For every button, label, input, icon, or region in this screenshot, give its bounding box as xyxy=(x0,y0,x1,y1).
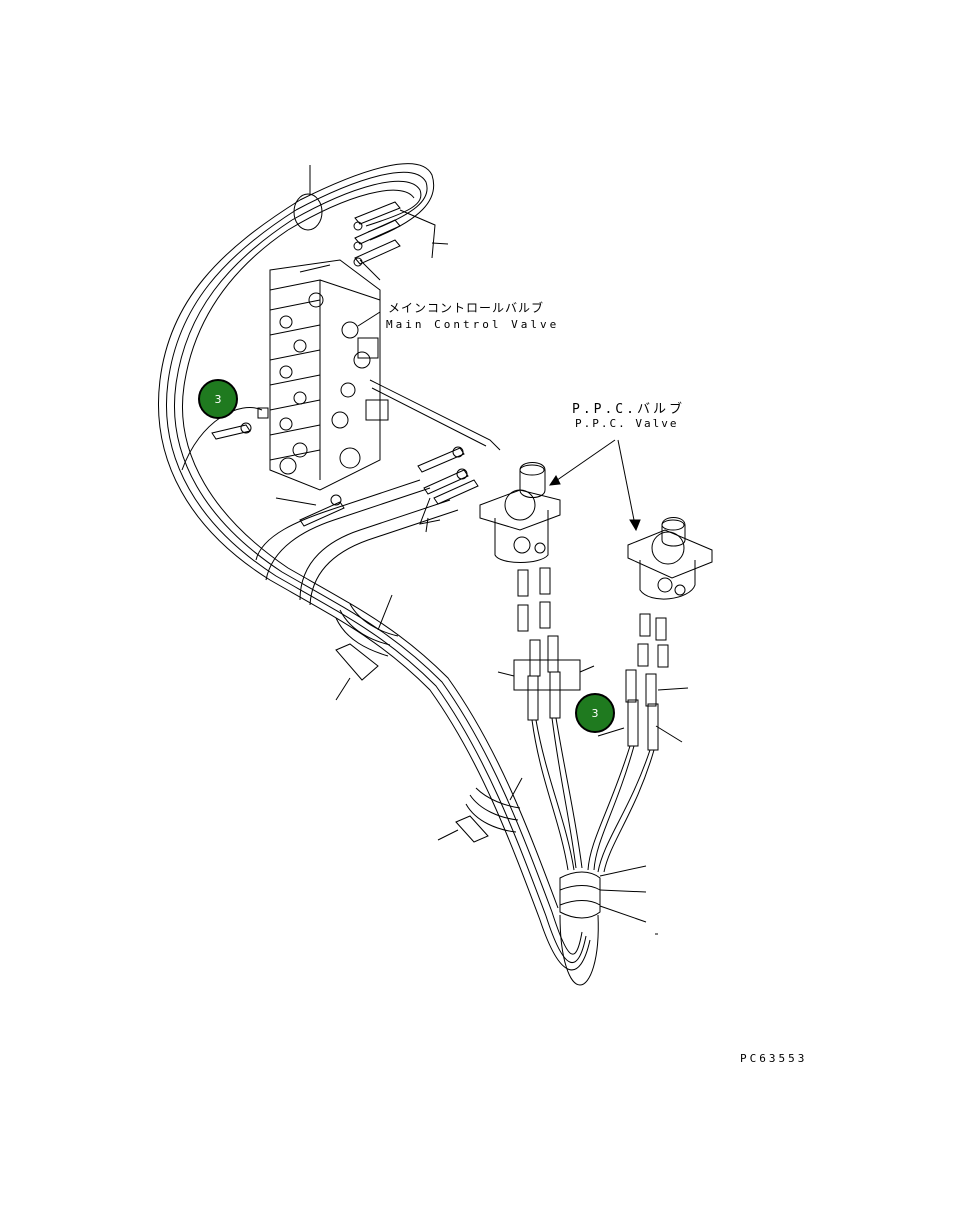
main-control-valve-label-jp: メインコントロールバルブ xyxy=(388,301,545,315)
hose-bundle xyxy=(158,163,591,971)
callout-badge-3-upper[interactable]: 3 xyxy=(198,379,238,419)
ppc-valve-label-jp: P.P.C.バルブ xyxy=(572,402,685,417)
main-control-valve-drawing xyxy=(211,201,501,533)
drawing-code: PC63553 xyxy=(740,1052,808,1065)
ppc-leader-lines xyxy=(548,439,641,532)
main-control-valve-label-en: Main Control Valve xyxy=(386,318,560,331)
ppc-valve-left xyxy=(479,462,561,563)
ppc-hoses xyxy=(531,717,655,873)
ppc-fittings xyxy=(497,567,689,751)
callout-badge-3-lower[interactable]: 3 xyxy=(575,693,615,733)
lower-clamp xyxy=(559,865,658,986)
ppc-valve-right xyxy=(627,517,713,600)
ppc-valve-label-en: P.P.C. Valve xyxy=(575,417,679,430)
